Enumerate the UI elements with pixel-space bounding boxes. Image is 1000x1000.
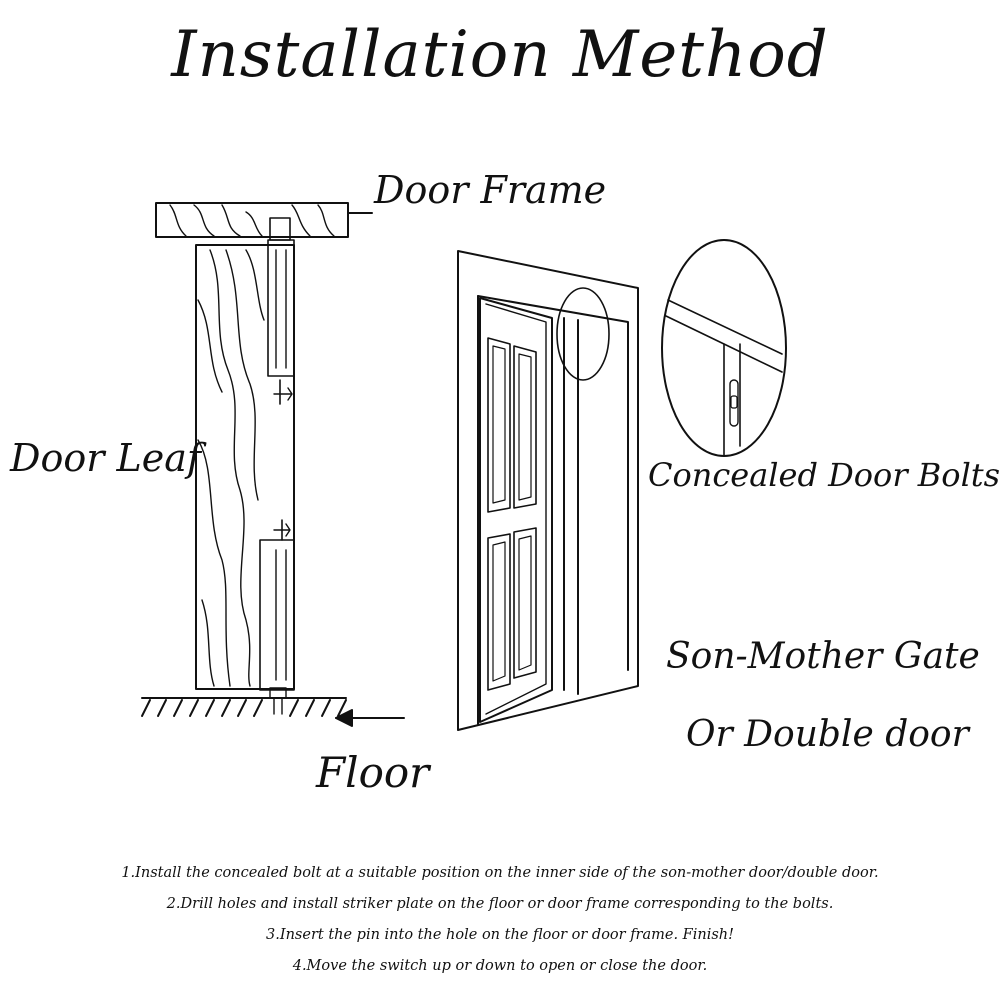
door-leaf-label: Door Leaf — [10, 436, 201, 480]
step-2: 2.Drill holes and install striker plate … — [166, 896, 834, 912]
page-title: Installation Method — [171, 18, 829, 92]
instruction-steps: 1.Install the concealed bolt at a suitab… — [0, 858, 1000, 982]
double-door-label: Or Double door — [686, 714, 969, 755]
step-4: 4.Move the switch up or down to open or … — [292, 958, 708, 974]
door-frame-beam — [155, 202, 349, 238]
step-3: 3.Insert the pin into the hole on the fl… — [266, 927, 734, 943]
son-mother-label: Son-Mother Gate — [666, 636, 980, 677]
bottom-bolt — [259, 519, 295, 715]
bolt-zoom-circle — [661, 239, 787, 457]
door-frame-label: Door Frame — [374, 168, 607, 212]
top-bolt — [267, 217, 295, 405]
door-leaf — [195, 244, 295, 690]
door-perspective — [457, 250, 639, 731]
step-1: 1.Install the concealed bolt at a suitab… — [121, 865, 879, 881]
floor-line — [141, 697, 347, 717]
floor-label: Floor — [316, 748, 430, 797]
concealed-bolts-label: Concealed Door Bolts — [648, 456, 1000, 494]
floor-arrow — [335, 709, 405, 727]
